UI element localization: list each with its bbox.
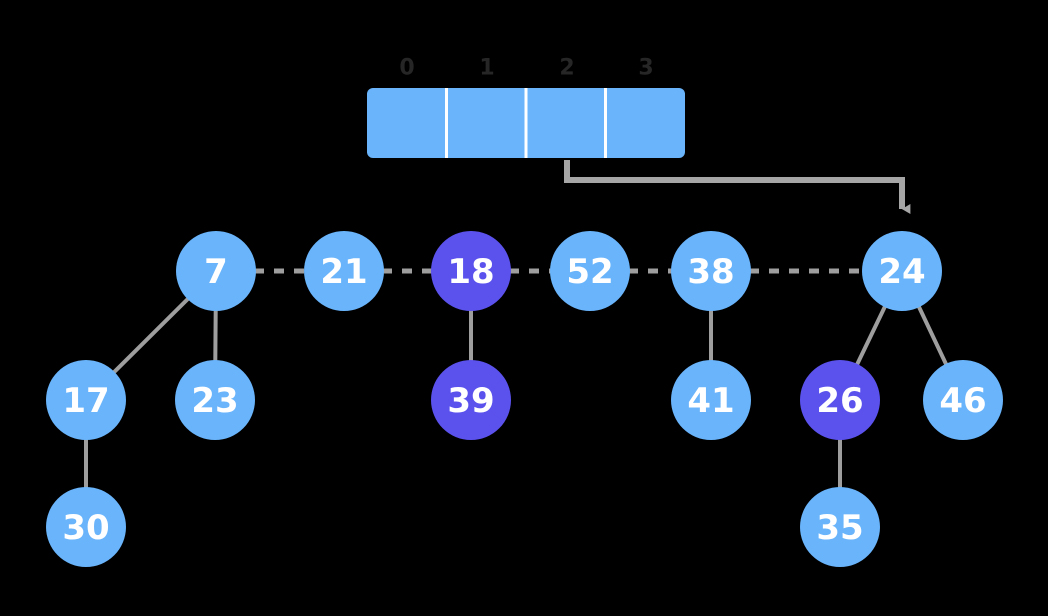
- bucket-cell-1[interactable]: [447, 88, 527, 158]
- node-24[interactable]: 24: [862, 231, 942, 311]
- node-circle-30[interactable]: [46, 487, 126, 567]
- node-23[interactable]: 23: [175, 360, 255, 440]
- node-38[interactable]: 38: [671, 231, 751, 311]
- node-46[interactable]: 46: [923, 360, 1003, 440]
- bucket-index-label-3: 3: [638, 56, 653, 81]
- node-35[interactable]: 35: [800, 487, 880, 567]
- bucket-array-layer: 0 1 2 3: [367, 56, 686, 158]
- node-label-46: 46: [939, 381, 986, 421]
- node-circle-46[interactable]: [923, 360, 1003, 440]
- node-layer: 7 21 18 52 38 24 17 23 39 41 26 46 30 35: [46, 231, 1003, 567]
- node-label-24: 24: [878, 252, 925, 292]
- bucket-pointer-arrow: [564, 160, 911, 214]
- node-label-52: 52: [566, 252, 613, 292]
- node-label-7: 7: [204, 252, 228, 292]
- node-label-35: 35: [816, 508, 863, 548]
- node-label-21: 21: [320, 252, 367, 292]
- node-39[interactable]: 39: [431, 360, 511, 440]
- node-circle-23[interactable]: [175, 360, 255, 440]
- node-circle-41[interactable]: [671, 360, 751, 440]
- node-7[interactable]: 7: [176, 231, 256, 311]
- node-circle-21[interactable]: [304, 231, 384, 311]
- node-circle-18[interactable]: [431, 231, 511, 311]
- node-circle-7[interactable]: [176, 231, 256, 311]
- node-label-26: 26: [816, 381, 863, 421]
- bucket-index-label-2: 2: [559, 56, 574, 81]
- node-circle-17[interactable]: [46, 360, 126, 440]
- node-label-41: 41: [687, 381, 734, 421]
- node-circle-24[interactable]: [862, 231, 942, 311]
- node-circle-52[interactable]: [550, 231, 630, 311]
- node-30[interactable]: 30: [46, 487, 126, 567]
- node-17[interactable]: 17: [46, 360, 126, 440]
- node-circle-26[interactable]: [800, 360, 880, 440]
- node-label-18: 18: [447, 252, 494, 292]
- bucket-cell-2[interactable]: [526, 88, 606, 158]
- node-label-17: 17: [62, 381, 109, 421]
- node-label-38: 38: [687, 252, 734, 292]
- node-label-30: 30: [62, 508, 109, 548]
- pointer-arrow-layer: [564, 160, 911, 214]
- node-21[interactable]: 21: [304, 231, 384, 311]
- node-41[interactable]: 41: [671, 360, 751, 440]
- node-18[interactable]: 18: [431, 231, 511, 311]
- node-26[interactable]: 26: [800, 360, 880, 440]
- node-label-23: 23: [191, 381, 238, 421]
- bucket-cell-0[interactable]: [367, 88, 447, 158]
- node-circle-39[interactable]: [431, 360, 511, 440]
- bucket-cell-3[interactable]: [606, 88, 686, 158]
- node-label-39: 39: [447, 381, 494, 421]
- node-52[interactable]: 52: [550, 231, 630, 311]
- bucket-index-label-1: 1: [479, 56, 494, 81]
- node-circle-35[interactable]: [800, 487, 880, 567]
- node-circle-38[interactable]: [671, 231, 751, 311]
- bucket-index-label-0: 0: [399, 56, 414, 81]
